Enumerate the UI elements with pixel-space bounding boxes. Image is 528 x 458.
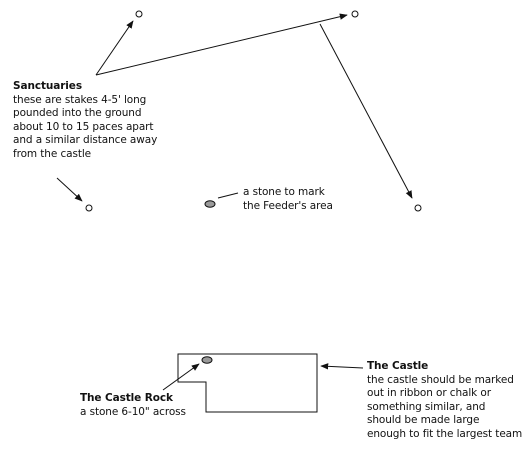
castle-arrow: [320, 363, 364, 370]
arrow-to-top-right-stake: [95, 13, 348, 76]
castle-rock-label: The Castle Rock a stone 6-10" across: [80, 392, 186, 419]
arrow-to-bottom-left-stake: [56, 177, 83, 202]
feeder-stone-line: the Feeder's area: [243, 199, 333, 212]
sanctuaries-line: pounded into the ground: [13, 107, 142, 120]
castle-rock-arrow: [162, 363, 200, 391]
sanctuaries-line: from the castle: [13, 147, 92, 160]
castle-rock-line: a stone 6-10" across: [80, 405, 186, 418]
castle-label: The Castle the castle should be marked o…: [367, 360, 522, 442]
castle-line: enough to fit the largest team: [367, 427, 523, 440]
sanctuaries-label: Sanctuaries these are stakes 4-5' long p…: [13, 80, 157, 162]
sanctuaries-line: these are stakes 4-5' long: [13, 93, 147, 106]
castle-outline: [177, 353, 318, 413]
castle-rock: [201, 356, 213, 364]
feeder-stone-label: a stone to mark the Feeder's area: [243, 186, 333, 213]
feeder-stone-line: a stone to mark: [243, 186, 325, 198]
arrow-to-bottom-right-stake: [319, 23, 413, 199]
sanctuaries-title: Sanctuaries: [13, 80, 82, 92]
castle-rock-title: The Castle Rock: [80, 392, 173, 404]
castle-title: The Castle: [367, 360, 429, 372]
arrow-to-top-left-stake: [95, 20, 134, 76]
castle-line: the castle should be marked: [367, 373, 514, 386]
castle-line: should be made large: [367, 414, 480, 427]
stake-bottom-left: [85, 204, 93, 212]
stake-top-left: [135, 10, 143, 18]
stake-top-right: [351, 10, 359, 18]
sanctuaries-line: and a similar distance away: [13, 134, 158, 147]
castle-line: something similar, and: [367, 400, 486, 413]
sanctuaries-line: about 10 to 15 paces apart: [13, 120, 154, 133]
stake-bottom-right: [414, 204, 422, 212]
feeder-stone: [204, 200, 216, 208]
castle-line: out in ribbon or chalk or: [367, 387, 491, 400]
feeder-stone-leader: [217, 192, 239, 199]
